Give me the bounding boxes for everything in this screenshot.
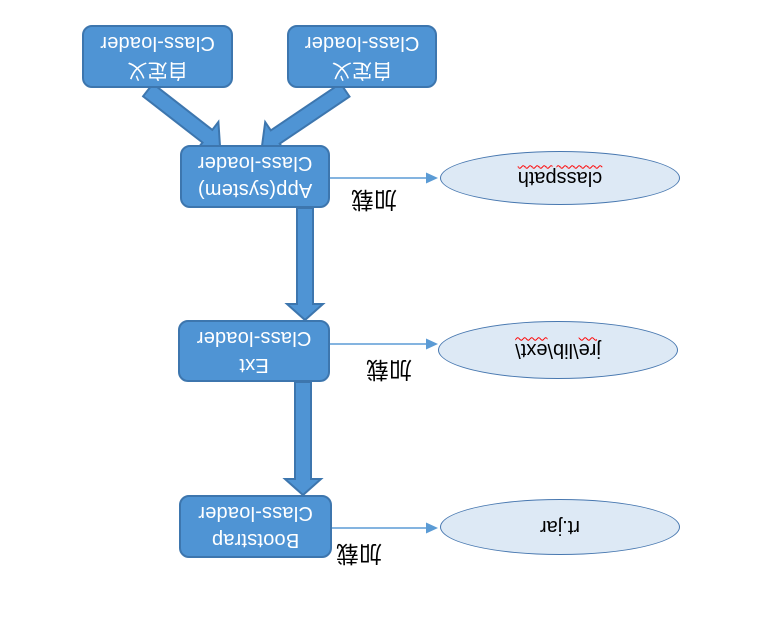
load-arrow-bootstrap-to-rtjar xyxy=(332,522,438,534)
delegation-arrow-ext-to-bootstrap xyxy=(282,381,324,497)
box-line: Bootstrap xyxy=(211,529,300,552)
delegation-arrow-app-to-ext xyxy=(284,207,326,322)
load-label-ext: 加载 xyxy=(366,357,412,383)
bootstrap-classloader-box: Bootstrap Class-loader xyxy=(179,495,332,558)
box-line: Class-loader xyxy=(197,152,313,175)
misspelled-text: jre xyxy=(578,339,601,362)
load-arrow-ext-to-jrelibext xyxy=(330,338,438,350)
box-line: App(system) xyxy=(197,179,313,202)
ellipse-label: jre\lib\ext\ xyxy=(515,339,601,362)
rtjar-ellipse: rt.jar xyxy=(440,499,680,555)
box-line: Ext xyxy=(239,354,269,376)
ellipse-label: classpath xyxy=(518,167,603,190)
box-line: Class-loader xyxy=(100,32,215,55)
box-line: Class-loader xyxy=(196,327,312,349)
ellipse-label: rt.jar xyxy=(540,516,580,539)
jre-lib-ext-ellipse: jre\lib\ext\ xyxy=(438,321,678,379)
ext-classloader-box: Ext Class-loader xyxy=(178,320,330,382)
text-segment: \lib\ xyxy=(547,339,579,362)
load-label-app: 加载 xyxy=(351,187,397,213)
load-arrow-app-to-classpath xyxy=(330,172,438,184)
box-line: 自定义 xyxy=(127,59,188,82)
app-system-classloader-box: App(system) Class-loader xyxy=(180,145,330,208)
delegation-arrow-custom2-to-app xyxy=(141,82,222,152)
misspelled-text: classpath xyxy=(517,167,603,190)
misspelled-text: ext\ xyxy=(515,339,548,362)
custom-classloader-box-2: 自定义 Class-loader xyxy=(82,25,233,88)
box-line: Class-loader xyxy=(198,502,313,525)
classpath-ellipse: classpath xyxy=(440,151,680,205)
box-line: 自定义 xyxy=(331,59,393,82)
text-segment: rt.jar xyxy=(540,516,580,539)
custom-classloader-box-1: 自定义 Class-loader xyxy=(287,25,437,88)
load-label-bootstrap: 加载 xyxy=(336,541,382,567)
box-line: Class-loader xyxy=(304,32,420,55)
delegation-arrow-custom1-to-app xyxy=(260,82,351,154)
